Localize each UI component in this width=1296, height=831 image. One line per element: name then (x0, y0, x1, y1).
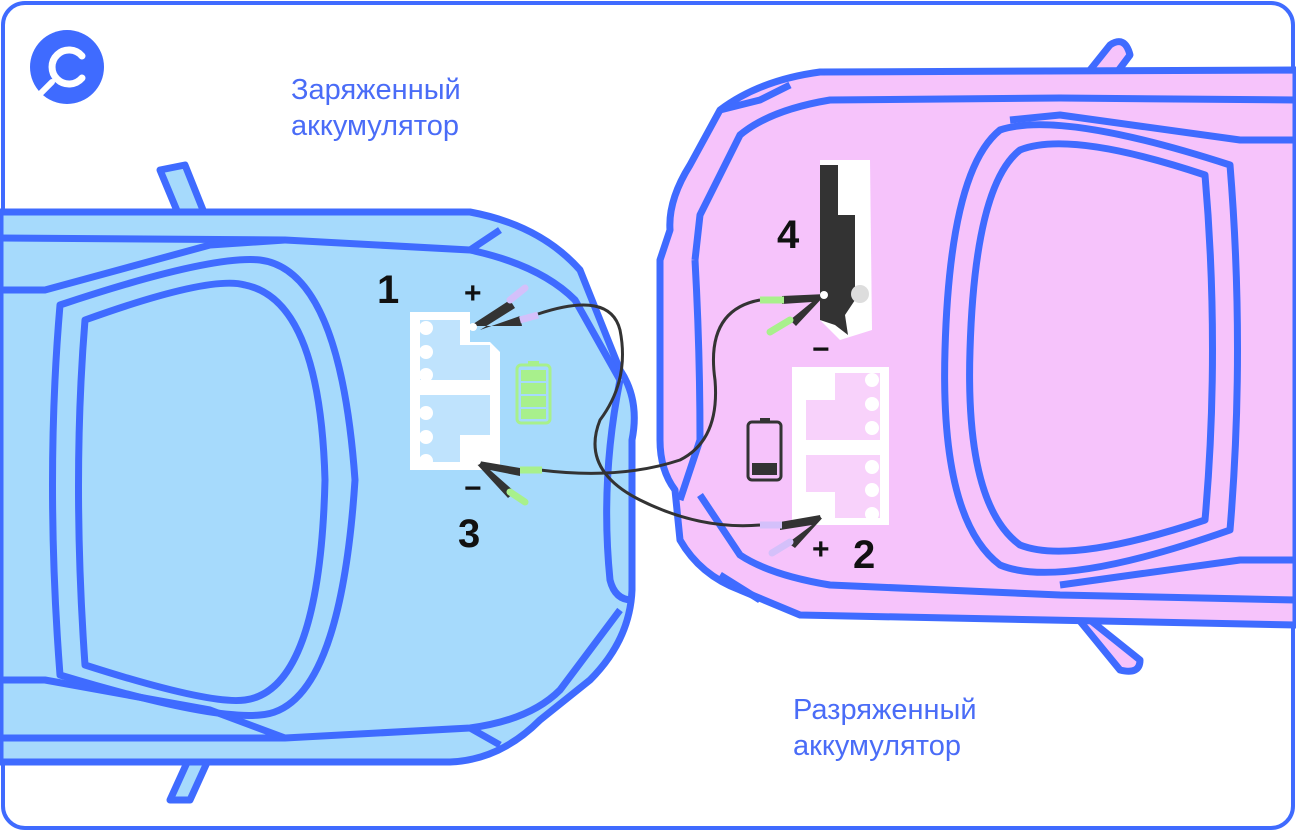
recipient-car (656, 38, 1296, 675)
battery-low-icon (746, 418, 783, 482)
charged-battery-label: Заряженный аккумулятор (291, 72, 461, 144)
discharged-battery-label: Разряженный аккумулятор (793, 692, 977, 764)
step-2: 2 (853, 533, 876, 577)
step-1: 1 (377, 268, 400, 312)
plus-sign-donor: + (464, 277, 482, 310)
recipient-battery (746, 367, 889, 525)
battery-full-icon (515, 361, 552, 425)
engine-ground-point (820, 160, 872, 340)
step-3: 3 (458, 512, 481, 556)
minus-sign-donor: − (464, 472, 482, 505)
label-line: Разряженный (793, 694, 977, 726)
clamp-1-positive (469, 284, 539, 331)
label-line: аккумулятор (793, 730, 961, 762)
clamp-2-positive (760, 511, 828, 557)
step-4: 4 (777, 213, 800, 257)
logo (30, 30, 104, 104)
donor-car (0, 161, 638, 804)
plus-sign-recipient: + (812, 533, 830, 566)
jumper-cables (537, 298, 761, 528)
label-line: аккумулятор (291, 110, 459, 142)
minus-sign-recipient: − (812, 333, 830, 366)
label-line: Заряженный (291, 74, 461, 106)
clamp-4-negative (760, 291, 828, 336)
donor-battery (410, 312, 552, 470)
clamp-3-negative (473, 457, 542, 506)
